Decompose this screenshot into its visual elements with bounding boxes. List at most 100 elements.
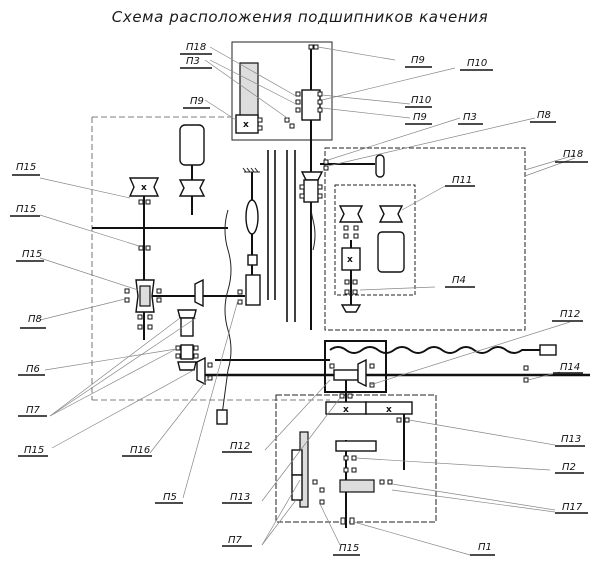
bevel-gear-2: [177, 309, 197, 319]
bevel-gear-lower-box: [180, 344, 194, 360]
callout-labels: П18 П3 П9 П9 П10 П10 П9 П3 П8 П18 П11 П1…: [10, 42, 588, 556]
lead-screw: [329, 346, 540, 354]
svg-text:П6: П6: [26, 364, 40, 375]
wavy-shaft-left: [221, 209, 232, 416]
pulley-left: [128, 177, 160, 197]
center-nut: [247, 254, 258, 266]
label-p6: П6: [18, 364, 45, 376]
label-p10-mid: П10: [405, 95, 432, 108]
label-p10-top-right: П10: [460, 58, 493, 71]
svg-text:П9: П9: [190, 96, 204, 107]
gear-bottom-left-1: [291, 449, 303, 476]
svg-text:П13: П13: [561, 434, 581, 445]
clutch-insert: [139, 285, 151, 307]
motor-upper-left: [179, 124, 205, 166]
cone-right: [340, 304, 362, 313]
svg-text:П12: П12: [230, 441, 250, 452]
label-p16: П16: [122, 445, 152, 457]
svg-text:П15: П15: [24, 445, 44, 456]
svg-text:П10: П10: [411, 95, 431, 106]
column-guide-left: [267, 150, 276, 300]
label-p12-left: П12: [222, 441, 252, 453]
gear-top-left: [235, 114, 259, 134]
svg-text:П14: П14: [560, 362, 580, 373]
housing-outline-inner: [334, 184, 416, 296]
label-p9-mid: П9: [405, 112, 432, 125]
label-p15-4: П15: [18, 445, 48, 457]
bevel-gear-shaft-box: [180, 317, 194, 337]
lead-screw-end: [539, 344, 557, 356]
housing-outline-bottom: [275, 394, 437, 523]
leader-lines: [39, 46, 576, 556]
gearbox-right: [341, 247, 361, 271]
label-p14: П14: [553, 362, 583, 374]
pulley-right-b: [378, 205, 404, 223]
label-p13-left: П13: [222, 492, 252, 504]
apron-gear: [333, 369, 359, 381]
label-p15-3: П15: [16, 249, 44, 262]
label-p4: П4: [445, 275, 475, 288]
svg-text:П2: П2: [562, 462, 576, 473]
label-p17: П17: [555, 502, 588, 514]
label-p12-right: П12: [552, 309, 583, 322]
svg-text:П9: П9: [411, 55, 425, 66]
pulley-right-a: [338, 205, 364, 223]
handle-right: [375, 154, 385, 178]
handwheel-bar: [335, 440, 377, 452]
bevel-gear-3: [177, 361, 197, 371]
housing-outline-main: [91, 116, 330, 401]
svg-text:П8: П8: [537, 110, 551, 121]
svg-text:П1: П1: [478, 542, 492, 553]
label-p18-top: П18: [180, 42, 212, 55]
apron-bevel: [357, 358, 367, 388]
label-p15-bottom: П15: [333, 543, 360, 556]
label-p13-right: П13: [555, 434, 585, 447]
svg-text:П7: П7: [26, 405, 41, 416]
svg-text:П3: П3: [186, 56, 200, 67]
svg-text:П10: П10: [467, 58, 487, 69]
svg-text:П18: П18: [186, 42, 206, 53]
bevel-gear-4: [196, 356, 206, 386]
gear-mark: x: [386, 405, 392, 415]
hand-wheel-small: [216, 409, 228, 425]
svg-text:П11: П11: [452, 175, 472, 186]
gear-mark: x: [243, 120, 249, 130]
gear-mark: x: [141, 183, 147, 193]
motor-right: [377, 231, 405, 273]
svg-text:П7: П7: [228, 535, 243, 546]
gear-mark: x: [343, 405, 349, 415]
housing-outline-right: [324, 147, 526, 331]
rack-top: [239, 62, 259, 119]
svg-text:П9: П9: [413, 112, 427, 123]
svg-text:П15: П15: [22, 249, 42, 260]
gear-top-right: [301, 89, 321, 121]
label-p8-left: П8: [20, 314, 46, 329]
gear-bottom-left-2: [291, 474, 303, 501]
svg-text:П4: П4: [452, 275, 466, 286]
bevel-gear-1: [194, 278, 204, 308]
svg-text:П15: П15: [16, 204, 36, 215]
center-gear: [245, 274, 261, 306]
svg-text:П15: П15: [339, 543, 359, 554]
ground-symbol: [242, 167, 260, 173]
diagram-title: Схема расположения подшипников качения: [111, 8, 489, 26]
housing-outline-top: [231, 41, 333, 141]
svg-text:П18: П18: [563, 149, 583, 160]
label-p18-right: П18: [555, 149, 588, 163]
gear-bottom-spline: [339, 479, 375, 493]
label-p3-top: П3: [180, 56, 212, 69]
svg-text:П16: П16: [130, 445, 150, 456]
svg-text:П17: П17: [562, 502, 583, 513]
label-p3-mid: П3: [458, 112, 483, 125]
screw-oval: [245, 199, 259, 235]
label-p8-right: П8: [530, 110, 556, 123]
svg-text:П8: П8: [28, 314, 42, 325]
gear-right-upper: [303, 179, 319, 203]
bearings: [124, 44, 529, 525]
svg-text:П15: П15: [16, 162, 36, 173]
svg-text:П13: П13: [230, 492, 250, 503]
column-guide-right: [286, 150, 296, 322]
label-p2: П2: [555, 462, 584, 474]
svg-text:П12: П12: [560, 309, 580, 320]
